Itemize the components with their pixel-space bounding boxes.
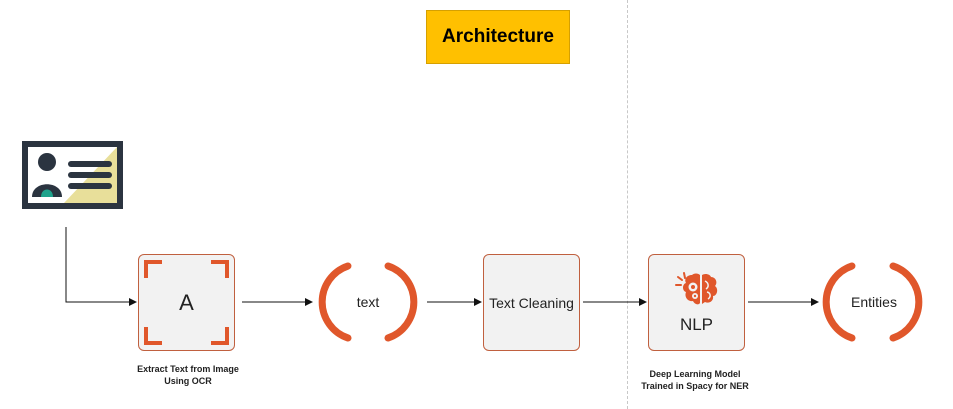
ocr-symbol: A: [179, 289, 194, 315]
scan-frame-icon: [211, 260, 229, 278]
nlp-caption-line1: Deep Learning Model: [649, 369, 741, 379]
ocr-node: A: [138, 254, 235, 351]
nlp-label: NLP: [679, 314, 714, 334]
scan-frame-icon: [211, 327, 229, 345]
id-card-icon: [22, 141, 123, 209]
scan-frame-icon: [144, 260, 162, 278]
text-cleaning-label: Text Cleaning: [489, 294, 574, 311]
entities-bracket-shape: [822, 262, 923, 342]
ocr-caption: Extract Text from Image Using OCR: [118, 363, 258, 387]
nlp-node: NLP: [648, 254, 745, 351]
edge-idcard-ocr: [65, 227, 137, 306]
text-node-label: text: [356, 294, 380, 310]
diagram-title: Architecture: [426, 10, 570, 64]
entities-node-label: Entities: [851, 294, 897, 310]
scan-frame-icon: [144, 327, 162, 345]
nlp-caption: Deep Learning Model Trained in Spacy for…: [620, 368, 770, 392]
connectors: [65, 227, 819, 306]
brain-gear-icon: [674, 271, 717, 304]
ocr-caption-line2: Using OCR: [164, 376, 212, 386]
nlp-caption-line2: Trained in Spacy for NER: [641, 381, 749, 391]
ocr-caption-line1: Extract Text from Image: [137, 364, 239, 374]
text-bracket-shape: [318, 262, 418, 342]
text-cleaning-node: Text Cleaning: [483, 254, 580, 351]
section-divider: [627, 0, 628, 409]
